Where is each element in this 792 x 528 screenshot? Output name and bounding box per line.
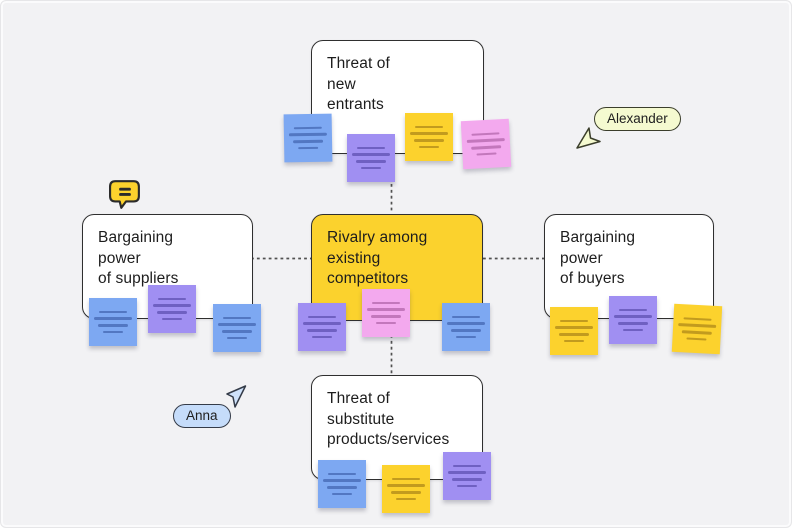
collaborator-cursor-label-anna: Anna xyxy=(173,404,231,428)
comment-bubble-icon[interactable] xyxy=(109,180,141,210)
comment-glyph-line xyxy=(119,192,131,196)
node-threat-of-new-entrants[interactable]: Threat of new entrants xyxy=(311,40,484,154)
node-label: Threat of substitute products/services xyxy=(327,390,450,448)
sticky-note[interactable] xyxy=(671,303,723,355)
sticky-note[interactable] xyxy=(609,296,657,344)
sticky-note[interactable] xyxy=(298,303,346,351)
sticky-note[interactable] xyxy=(405,113,453,161)
sticky-note[interactable] xyxy=(318,460,366,508)
node-label: Bargaining power of suppliers xyxy=(98,229,179,287)
sticky-note[interactable] xyxy=(148,285,196,333)
collaborator-name: Anna xyxy=(186,408,218,423)
sticky-note[interactable] xyxy=(550,307,598,355)
sticky-note[interactable] xyxy=(347,134,395,182)
sticky-note[interactable] xyxy=(213,304,261,352)
sticky-note[interactable] xyxy=(382,465,430,513)
node-label: Threat of new entrants xyxy=(327,55,390,113)
sticky-note[interactable] xyxy=(283,113,333,163)
sticky-note[interactable] xyxy=(362,289,410,337)
collaborator-name: Alexander xyxy=(607,111,668,126)
node-label: Bargaining power of buyers xyxy=(560,229,636,287)
collaborator-cursor-label-alexander: Alexander xyxy=(594,107,681,131)
comment-glyph-line xyxy=(119,187,131,191)
cursor-pointer-icon xyxy=(226,385,247,408)
cursor-pointer-icon xyxy=(576,127,601,149)
sticky-note[interactable] xyxy=(442,303,490,351)
node-label: Rivalry among existing competitors xyxy=(327,229,428,287)
sticky-note[interactable] xyxy=(443,452,491,500)
sticky-note[interactable] xyxy=(89,298,137,346)
sticky-note[interactable] xyxy=(460,118,512,170)
